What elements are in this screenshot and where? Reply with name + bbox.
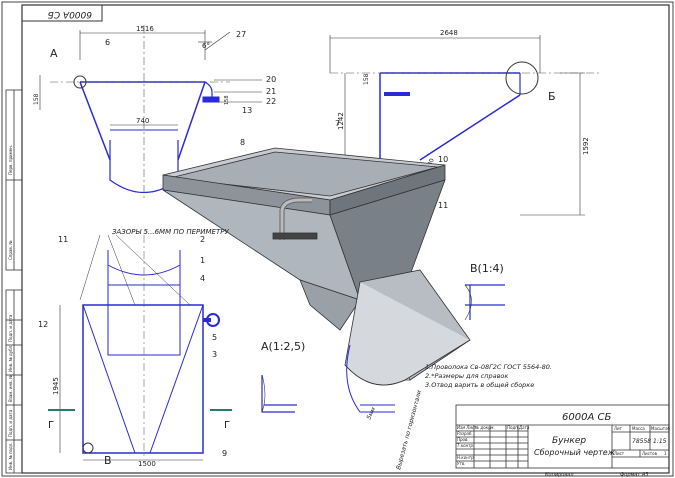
side-label-2: Подп. и дата xyxy=(8,409,13,437)
stamp-title-1: Бункер xyxy=(552,436,586,446)
note-2: 2.*Размеры для справок xyxy=(425,372,508,380)
dim-158c: 158 xyxy=(363,73,370,85)
stamp-row-5: Н.контр. xyxy=(457,455,475,460)
stamp-row-2: Пров. xyxy=(457,437,469,442)
dim-1945: 1945 xyxy=(52,377,60,395)
callout-4: 4 xyxy=(200,274,205,283)
note-1: 1.Проволока Св-08Г2С ГОСТ 5564-80. xyxy=(425,363,552,371)
code-box-rotated xyxy=(21,4,103,22)
view-A-scale: А(1:2,5) xyxy=(261,340,305,353)
callout-7: 7 xyxy=(335,119,340,128)
stamp-lit-label: Лит xyxy=(614,426,623,431)
callout-6: 6 xyxy=(105,38,110,47)
stamp-format: Формат А3 xyxy=(620,472,648,478)
side-stamp xyxy=(5,89,23,474)
stamp-sheets-val: 1 xyxy=(664,451,667,456)
callout-22: 22 xyxy=(266,97,276,106)
view-V-scale: В(1:4) xyxy=(470,262,504,275)
stamp-scale-label: Масштаб xyxy=(651,426,671,431)
dim-158: 158 xyxy=(33,93,40,105)
stamp-row-0: Изм Лист xyxy=(457,425,477,430)
stamp-title-2: Сборочный чертеж xyxy=(534,448,616,457)
callout-27: 27 xyxy=(236,30,246,39)
stamp-hdr-doc: № докум. xyxy=(474,425,495,430)
label-G1: Г xyxy=(48,420,54,431)
side-label-7: Перв. примен. xyxy=(8,145,13,175)
stamp-row-6: Утв. xyxy=(457,461,465,466)
callout-8: 8 xyxy=(240,138,245,147)
detail-view-A xyxy=(261,374,297,413)
dim-1516: 1516 xyxy=(136,25,154,33)
front-view-top xyxy=(39,25,262,200)
callout-11: 11 xyxy=(438,201,448,210)
side-label-5: Подп. и дата xyxy=(8,314,13,342)
stamp-hdr-date: Дата xyxy=(518,425,530,430)
label-B: Б xyxy=(548,90,556,103)
side-view-top xyxy=(329,35,600,216)
stamp-row-1: Разраб. xyxy=(457,431,473,436)
note-gap: ЗАЗОРЫ 5...6ММ ПО ПЕРИМЕТРУ xyxy=(112,228,229,236)
stamp-scale: 1:15 xyxy=(653,438,667,445)
label-A: А xyxy=(50,47,58,60)
stamp-copied: Копировал xyxy=(545,472,574,478)
dim-1500: 1500 xyxy=(138,460,156,468)
code-rotated-text: 6000А СБ xyxy=(48,9,92,19)
weld-detail xyxy=(346,344,395,413)
detail-view-V xyxy=(464,284,505,321)
side-label-4: Инв. № дубл. xyxy=(8,345,13,372)
stamp-sheets-label: Листов xyxy=(642,451,658,456)
callout-3: 3 xyxy=(212,350,217,359)
stamp-hdr-sign: Подп. xyxy=(507,425,519,430)
callout-5: 5 xyxy=(212,333,217,342)
callout-1: 1 xyxy=(200,256,205,265)
dim-5mm-a: 5мм xyxy=(365,406,377,421)
dim-740: 740 xyxy=(136,117,149,125)
callout-13: 13 xyxy=(242,106,252,115)
dim-158b: 158 xyxy=(224,95,230,105)
side-label-3: Взам. инв. № xyxy=(8,375,13,402)
callout-2: 2 xyxy=(200,235,205,244)
dim-2648: 2648 xyxy=(440,29,458,37)
stamp-sheet-label: Лист xyxy=(614,451,625,456)
side-label-1: Инв. № подл. xyxy=(8,442,13,470)
callout-20: 20 xyxy=(266,75,276,84)
note-weld: Вырезать по горизонтали xyxy=(395,390,423,471)
stamp-row-3: Т.контр. xyxy=(457,443,474,448)
isometric-hopper xyxy=(162,147,471,386)
stamp-mass-label: Масса xyxy=(632,426,645,431)
callout-11b: 11 xyxy=(58,235,68,244)
callout-21: 21 xyxy=(266,87,276,96)
side-label-6: Справ. № xyxy=(8,241,13,260)
callout-12: 12 xyxy=(38,320,48,329)
stamp-code: 6000А СБ xyxy=(562,412,611,423)
callout-9: 9 xyxy=(222,449,227,458)
dim-1592: 1592 xyxy=(582,137,590,155)
note-3: 3.Отвод варить в общей сборке xyxy=(425,381,534,389)
callout-10: 10 xyxy=(438,155,448,164)
front-view-bottom xyxy=(48,234,232,461)
dim-6deg: 6° xyxy=(202,42,210,50)
title-block xyxy=(455,404,670,469)
label-V: В xyxy=(104,454,112,467)
stamp-mass: 78558 xyxy=(632,438,651,445)
dim-1242: 1242 xyxy=(337,112,345,130)
label-G2: Г xyxy=(224,420,230,431)
